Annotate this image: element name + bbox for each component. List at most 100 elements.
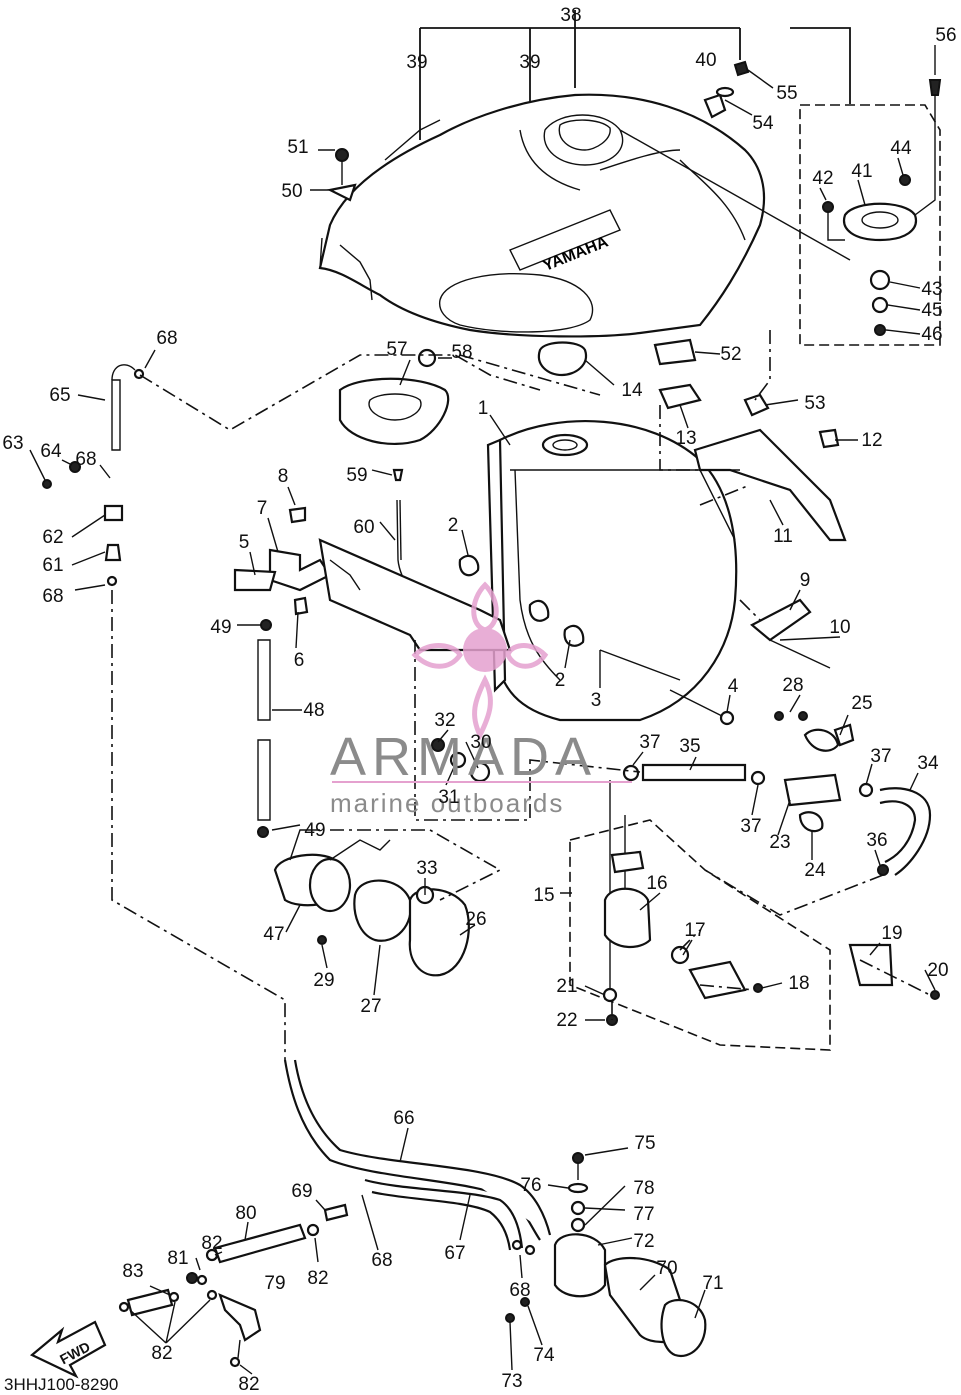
fuel-tank-outline: YAMAHA [318, 10, 851, 338]
callout-12: 12 [861, 430, 882, 451]
callout-35: 35 [679, 736, 700, 757]
callout-54: 54 [752, 113, 774, 134]
callout-68: 68 [371, 1250, 392, 1271]
cock-group-box [569, 819, 831, 1051]
mounting-brackets [233, 506, 512, 652]
callout-62: 62 [42, 527, 63, 548]
callout-60: 60 [353, 517, 374, 538]
callout-42: 42 [812, 168, 833, 189]
callout-39: 39 [406, 52, 427, 73]
callout-78: 78 [633, 1178, 654, 1199]
callout-51: 51 [287, 137, 308, 158]
callout-74: 74 [533, 1345, 555, 1366]
callout-37: 37 [639, 732, 660, 753]
cap-group-box [799, 104, 941, 346]
watermark-brand: ARMADA [330, 727, 597, 787]
callout-59: 59 [346, 465, 367, 486]
callout-49: 49 [304, 820, 325, 841]
callout-63: 63 [2, 433, 23, 454]
callout-72: 72 [633, 1231, 654, 1252]
callout-27: 27 [360, 996, 381, 1017]
callout-73: 73 [501, 1371, 522, 1392]
callout-23: 23 [769, 832, 790, 853]
callout-32: 32 [434, 710, 455, 731]
callout-45: 45 [921, 300, 942, 321]
callout-31: 31 [438, 787, 459, 808]
callout-39: 39 [519, 52, 540, 73]
callout-50: 50 [281, 181, 302, 202]
callout-82: 82 [307, 1268, 328, 1289]
callout-79: 79 [264, 1273, 285, 1294]
callout-29: 29 [313, 970, 334, 991]
callout-13: 13 [675, 428, 696, 449]
callout-9: 9 [800, 570, 811, 591]
callout-56: 56 [935, 25, 956, 46]
callout-8: 8 [278, 466, 289, 487]
callout-11: 11 [773, 526, 793, 547]
filler-cap-parts [822, 79, 942, 336]
callout-labels: 1223456789101112131415161718192021222324… [2, 5, 956, 1395]
callout-71: 71 [702, 1273, 723, 1294]
tank-cover [338, 348, 450, 621]
callout-37: 37 [740, 816, 761, 837]
callout-41: 41 [851, 161, 872, 182]
fuel-cock [602, 780, 940, 1026]
callout-26: 26 [465, 909, 486, 930]
callout-68: 68 [509, 1280, 530, 1301]
callout-19: 19 [881, 923, 902, 944]
fuel-pump [273, 829, 470, 977]
callout-58: 58 [451, 342, 472, 363]
callout-44: 44 [890, 138, 912, 159]
lower-hoses [118, 1059, 552, 1368]
callout-36: 36 [866, 830, 887, 851]
callout-83: 83 [122, 1261, 143, 1282]
callout-52: 52 [720, 344, 741, 365]
callout-21: 21 [556, 976, 577, 997]
callout-47: 47 [263, 924, 284, 945]
callout-82: 82 [238, 1374, 259, 1395]
callout-65: 65 [49, 385, 70, 406]
callout-3: 3 [591, 690, 602, 711]
callout-64: 64 [40, 441, 62, 462]
callout-33: 33 [416, 858, 437, 879]
callout-1: 1 [478, 398, 489, 419]
left-hoses [42, 364, 272, 838]
callout-48: 48 [303, 700, 324, 721]
routing-lines [111, 330, 931, 1060]
callout-81: 81 [167, 1248, 188, 1269]
callout-75: 75 [634, 1133, 655, 1154]
callout-5: 5 [239, 532, 250, 553]
callout-68: 68 [42, 586, 63, 607]
forward-arrow: FWD [29, 1320, 107, 1379]
callout-66: 66 [393, 1108, 414, 1129]
callout-43: 43 [921, 279, 942, 300]
callout-2: 2 [448, 515, 459, 536]
callout-61: 61 [42, 555, 63, 576]
callout-77: 77 [633, 1204, 654, 1225]
callout-4: 4 [728, 676, 739, 697]
callout-82: 82 [151, 1343, 172, 1364]
callout-18: 18 [788, 973, 809, 994]
callout-67: 67 [444, 1243, 465, 1264]
callout-22: 22 [556, 1010, 577, 1031]
diagram-code: 3HHJ100-8290 [4, 1375, 118, 1394]
tank-small-parts [326, 60, 750, 202]
callout-70: 70 [656, 1258, 677, 1279]
leader-lines [29, 45, 936, 1375]
callout-49: 49 [210, 617, 231, 638]
callout-82: 82 [201, 1233, 222, 1254]
callout-34: 34 [917, 753, 939, 774]
callout-24: 24 [804, 860, 826, 881]
callout-30: 30 [470, 732, 491, 753]
callout-76: 76 [520, 1175, 541, 1196]
callout-14: 14 [621, 380, 643, 401]
watermark: ARMADA marine outboards [330, 581, 632, 818]
callout-38: 38 [560, 5, 581, 26]
sub-tank [458, 338, 847, 726]
callout-68: 68 [75, 449, 96, 470]
callout-69: 69 [291, 1181, 312, 1202]
watermark-logo-icon [411, 581, 549, 741]
callout-40: 40 [695, 50, 716, 71]
callout-25: 25 [851, 693, 872, 714]
